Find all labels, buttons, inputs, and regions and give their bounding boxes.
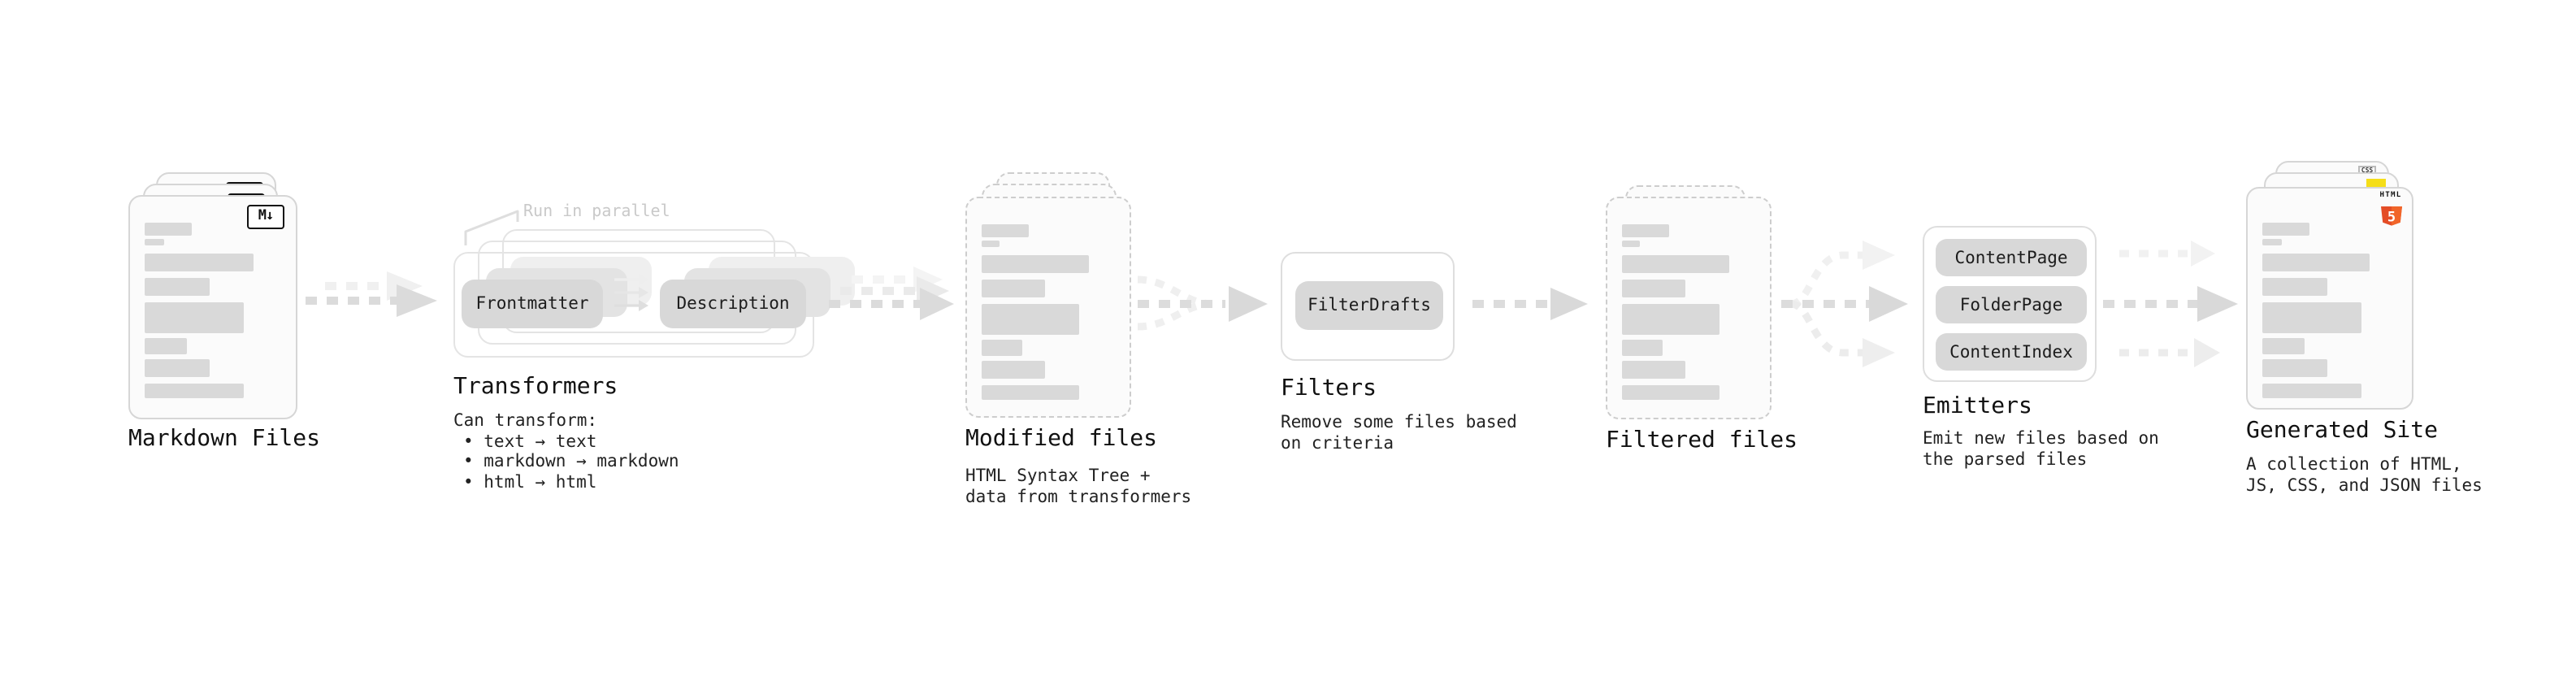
text-line-bar	[982, 340, 1023, 356]
filtered-files-label: Filtered files	[1606, 427, 1798, 453]
html5-icon: HTML 5	[2379, 192, 2402, 226]
generated-site-label: Generated Site	[2246, 418, 2439, 444]
flow-arrow-filters-to-filtered	[1472, 288, 1588, 320]
emitter-node-contentindex: ContentIndex	[1936, 333, 2087, 371]
text-line-bar	[2262, 359, 2327, 377]
transformer-node-description: Description	[660, 280, 806, 328]
run-in-parallel-label: Run in parallel	[523, 203, 670, 221]
text-line-bar	[2262, 254, 2370, 271]
document-text-lines	[145, 223, 281, 398]
transformers-description: Can transform: • text → text • markdown …	[453, 411, 679, 493]
markdown-files-label: Markdown Files	[128, 426, 321, 452]
text-line-bar	[1622, 385, 1720, 400]
filters-container: FilterDrafts	[1281, 252, 1455, 361]
generated-site-description: A collection of HTML, JS, CSS, and JSON …	[2246, 455, 2483, 496]
filters-label: Filters	[1281, 375, 1377, 401]
emitters-description: Emit new files based on the parsed files	[1923, 429, 2159, 470]
document-text-lines	[1622, 224, 1755, 400]
text-line-bar	[1622, 224, 1669, 237]
emitters-label: Emitters	[1923, 393, 2032, 419]
text-line-bar	[1622, 361, 1686, 379]
text-line-bar	[145, 359, 210, 377]
text-line-bar	[145, 278, 210, 296]
text-line-bar	[982, 241, 1000, 247]
modified-file-card-front	[965, 197, 1131, 418]
html5-shield: 5	[2380, 206, 2401, 226]
emitter-node-folderpage: FolderPage	[1936, 286, 2087, 323]
text-line-bar	[1622, 304, 1720, 335]
text-line-bar	[2262, 302, 2361, 333]
text-line-bar	[982, 255, 1089, 273]
text-line-bar	[145, 302, 245, 333]
transformers-label: Transformers	[453, 374, 618, 400]
text-line-bar	[2262, 338, 2305, 354]
markdown-file-card-front: M↓	[128, 195, 297, 419]
flow-arrow-markdown-to-transformers	[306, 271, 437, 317]
text-line-bar	[982, 304, 1079, 335]
text-line-bar	[982, 385, 1079, 400]
text-line-bar	[145, 223, 193, 236]
emitters-container: ContentPage FolderPage ContentIndex	[1923, 226, 2097, 382]
parallel-arrows-icon	[614, 274, 648, 311]
text-line-bar	[1622, 241, 1641, 247]
markdown-icon: M↓	[247, 205, 284, 229]
text-line-bar	[2262, 239, 2282, 245]
text-line-bar	[982, 361, 1046, 379]
text-line-bar	[145, 338, 188, 354]
text-line-bar	[145, 254, 254, 271]
filter-node-filterdrafts: FilterDrafts	[1295, 281, 1443, 330]
text-line-bar	[982, 224, 1029, 237]
text-line-bar	[145, 384, 245, 398]
flow-arrow-filtered-to-emitters	[1781, 241, 1908, 367]
svg-text:5: 5	[2387, 210, 2395, 226]
document-text-lines	[2262, 223, 2397, 398]
emitter-node-contentpage: ContentPage	[1936, 239, 2087, 276]
text-line-bar	[2262, 223, 2310, 236]
generated-file-card-front: HTML 5	[2246, 187, 2413, 410]
filtered-file-card-front	[1606, 197, 1772, 419]
transformer-node-frontmatter: Frontmatter	[462, 280, 603, 328]
text-line-bar	[2262, 278, 2327, 296]
modified-files-description: HTML Syntax Tree + data from transformer…	[965, 466, 1192, 507]
flow-arrow-transformers-to-modified	[829, 267, 954, 320]
text-line-bar	[1622, 340, 1663, 356]
filters-description: Remove some files based on criteria	[1281, 413, 1517, 453]
text-line-bar	[2262, 384, 2361, 398]
text-line-bar	[145, 239, 164, 245]
annotation-leader-line	[464, 210, 519, 245]
text-line-bar	[1622, 255, 1729, 273]
flow-arrow-emitters-to-generated	[2103, 241, 2238, 367]
text-line-bar	[982, 280, 1046, 297]
flow-arrow-modified-to-filters	[1137, 275, 1268, 331]
modified-files-label: Modified files	[965, 426, 1158, 452]
text-line-bar	[1622, 280, 1686, 297]
document-text-lines	[982, 224, 1115, 400]
